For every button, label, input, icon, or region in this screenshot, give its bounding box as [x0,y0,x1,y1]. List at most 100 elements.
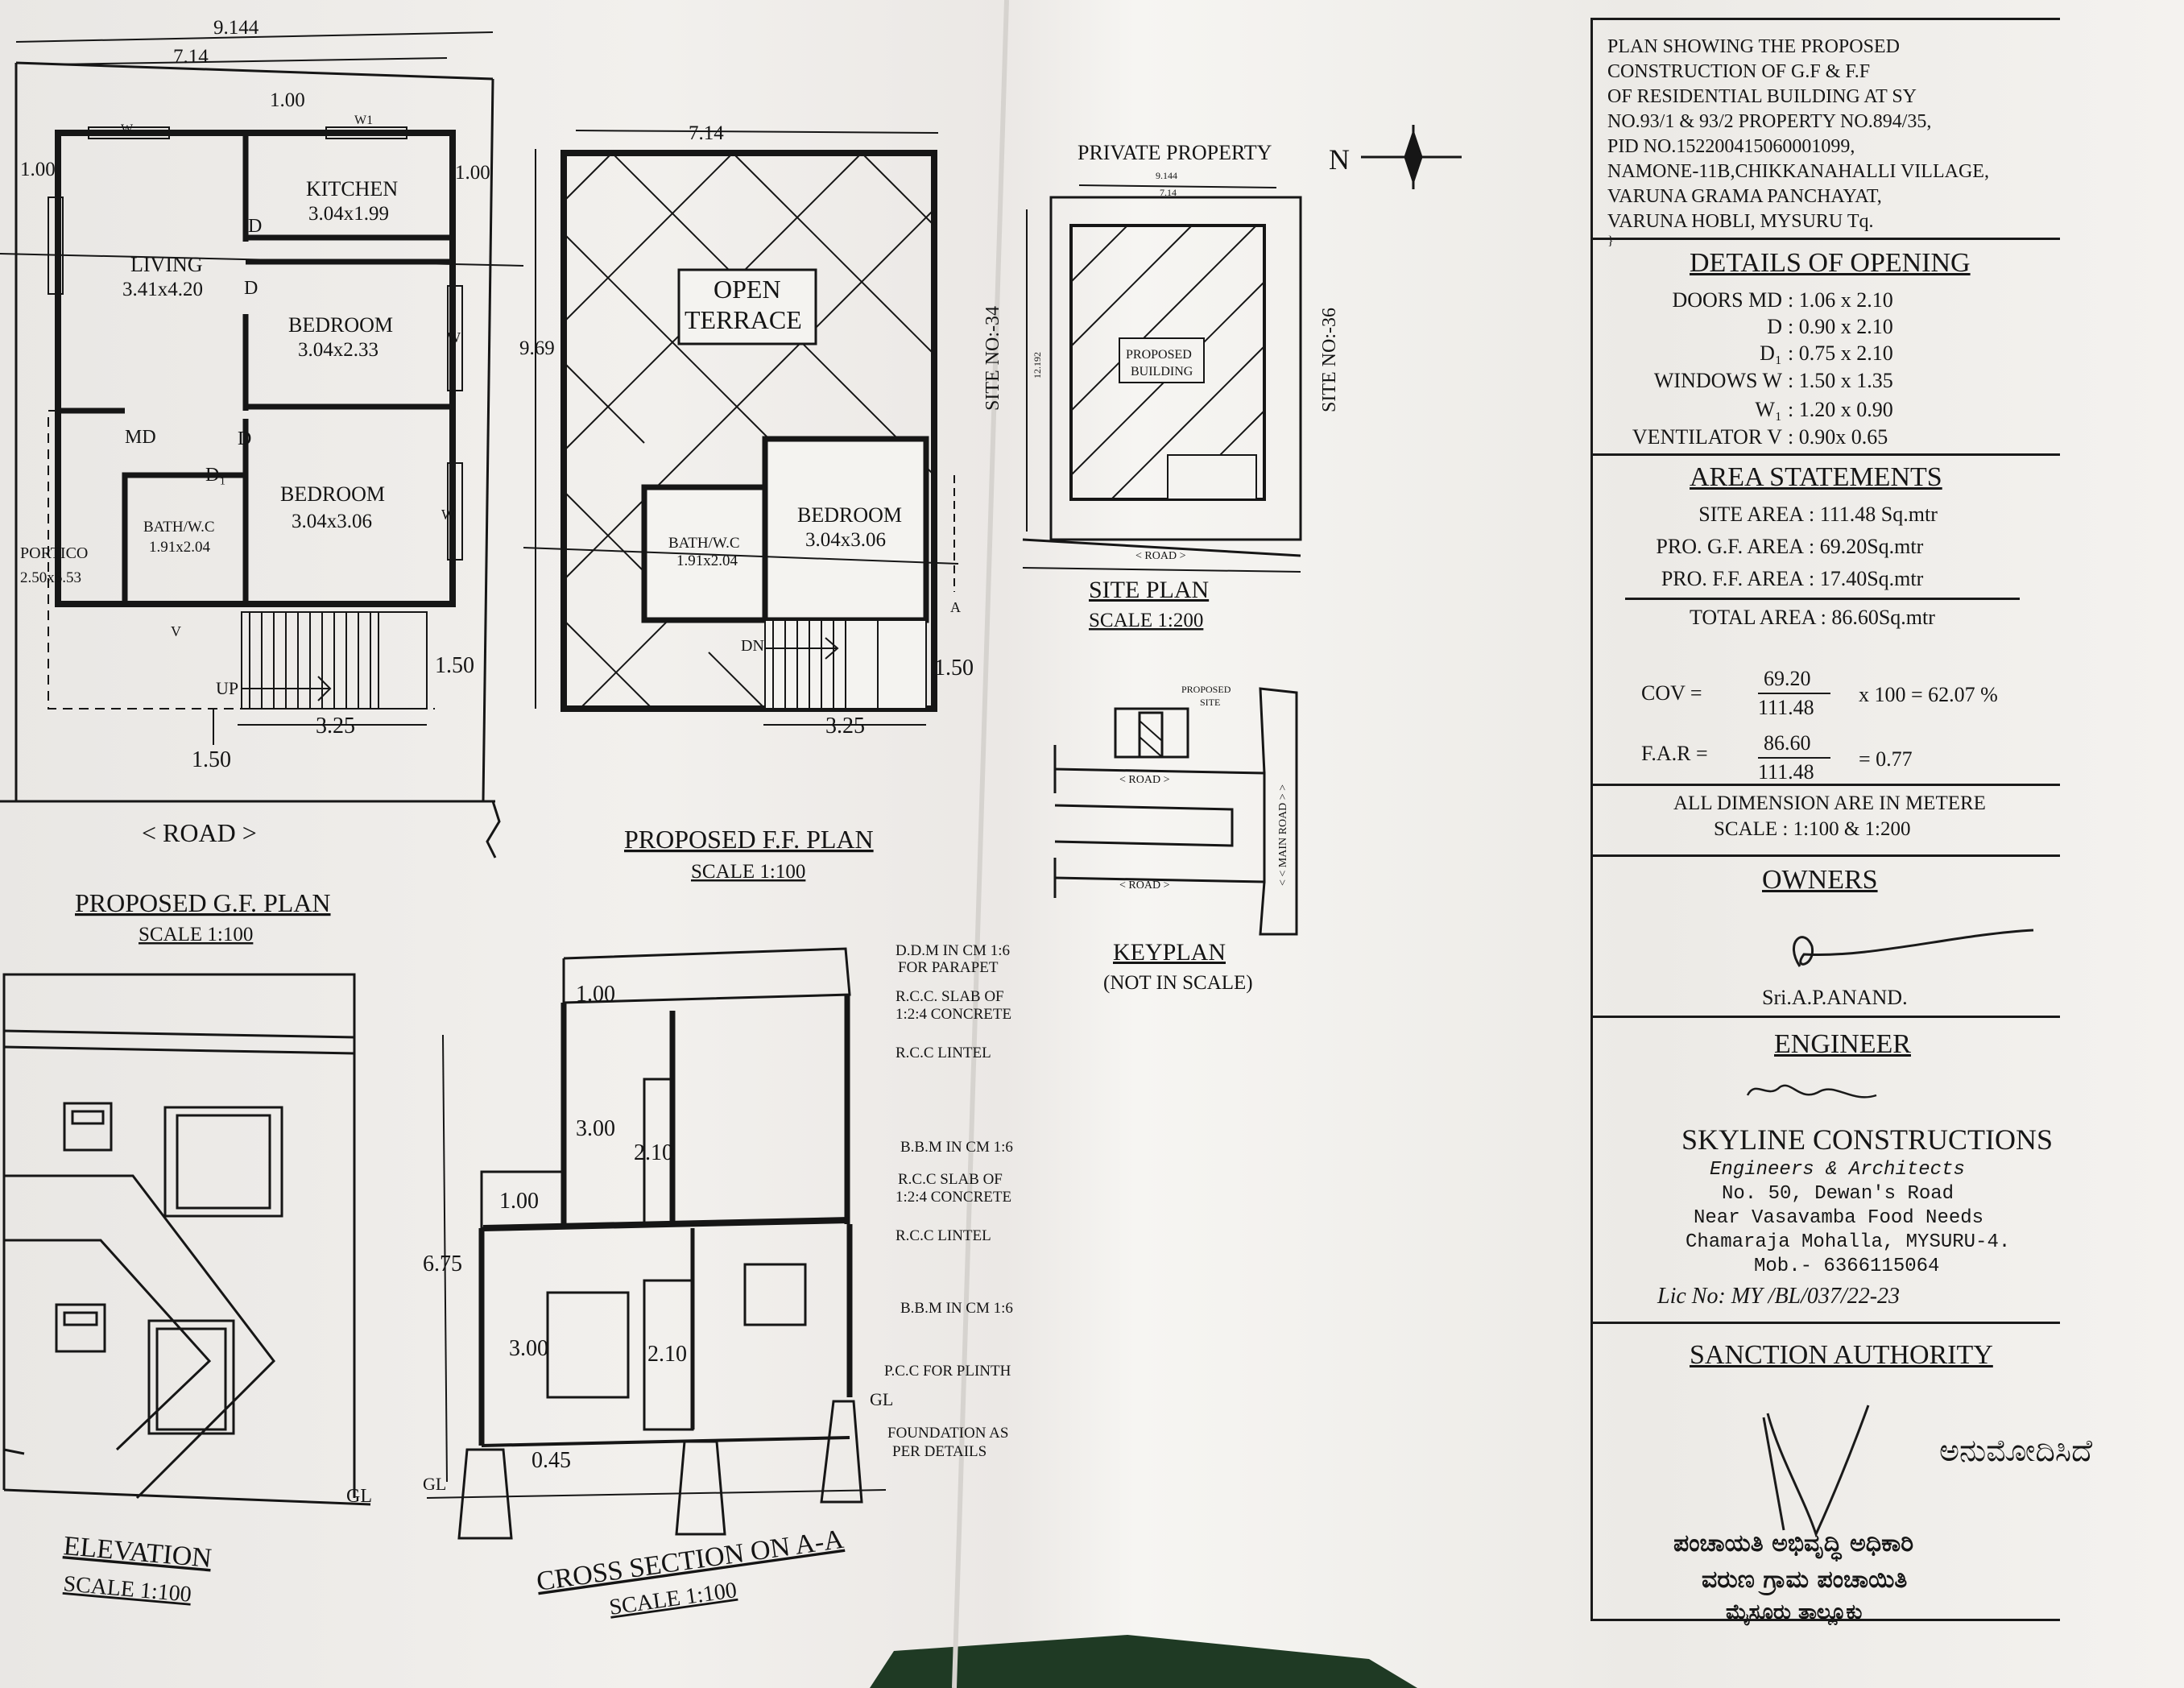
site-34-label: SITE NO:-34 [982,306,1003,411]
section-note: P.C.C FOR PLINTH [884,1363,1011,1380]
opening-value: : 1.20 x 0.90 [1788,398,1893,421]
opening-value: : 0.90x 0.65 [1788,425,1888,449]
gf-dim-front: 1.50 [192,747,231,772]
gf-up-label: UP [216,678,238,698]
far-fraction-bar [1758,757,1830,759]
gf-bedroom1-size: 3.04x2.33 [298,339,378,361]
site-building-label-2: BUILDING [1131,365,1193,379]
gf-bedroom1-label: BEDROOM [288,313,393,337]
owner-name: Sri.A.P.ANAND. [1762,986,1908,1009]
firm-line: Mob.- 6366115064 [1754,1256,1940,1277]
ff-scale: SCALE 1:100 [691,861,805,883]
north-label: N [1329,143,1350,176]
ff-dim-width: 7.14 [689,122,724,144]
ff-dn-label: DN [741,637,764,655]
stamp-line: ಮೈಸೂರು ತಾಲ್ಲೂಕು [1726,1600,1863,1624]
site-plan [1022,125,1462,573]
stamp-line: ಪಂಚಾಯತಿ ಅಭಿವೃದ್ಧಿ ಅಧಿಕಾರಿ [1673,1529,1914,1558]
section-labels: 6.75 1.00 3.00 2.10 1.00 3.00 2.10 0.45 … [423,942,1013,1620]
description-line: CONSTRUCTION OF G.F & F.F [1607,61,1871,82]
site-dim-w: 9.144 [1156,170,1177,181]
section-dim-total: 6.75 [423,1252,462,1276]
cross-section [426,947,887,1540]
far-label: F.A.R = [1641,742,1708,765]
opening-label: D₁ [1760,341,1782,365]
site-road-label: < ROAD > [1135,550,1186,562]
section-dim-gf: 3.00 [509,1336,548,1361]
openings-title: DETAILS OF OPENING [1690,248,1971,278]
paper-fold [952,0,1009,1688]
sanction-signature [1762,1405,1870,1538]
gf-living-label: LIVING [130,253,203,276]
title-block: PLAN SHOWING THE PROPOSED CONSTRUCTION O… [1590,18,2092,1624]
ff-plan [523,130,959,726]
area-section: AREA STATEMENTS SITE AREA : 111.48 Sq.mt… [1593,453,2060,786]
firm-name: SKYLINE CONSTRUCTIONS [1681,1123,2054,1156]
keyplan-main-road: < < MAIN ROAD > > [1277,784,1289,886]
keyplan-proposed: PROPOSED [1181,684,1231,695]
description-line: PLAN SHOWING THE PROPOSED [1607,36,1900,57]
sanction-section: SANCTION AUTHORITY ಅನುಮೋದಿಸಿದೆ ಪಂಚಾಯತಿ ಅ… [1593,1322,2092,1624]
section-dim-parapet: 1.00 [576,982,615,1007]
gf-scale: SCALE 1:100 [139,924,253,945]
gf-dim-inner: 7.14 [173,46,209,68]
openings-section: DETAILS OF OPENING DOORS MD : 1.06 x 2.1… [1593,238,2060,449]
total-area: TOTAL AREA : 86.60Sq.mtr [1690,606,1935,629]
gf-bedroom2-size: 3.04x3.06 [292,511,372,532]
area-label: PRO. F.F. AREA [1661,567,1804,590]
cov-result: x 100 = 62.07 % [1859,683,1998,706]
section-note: PER DETAILS [892,1443,987,1460]
firm-line: No. 50, Dewan's Road [1722,1183,1954,1205]
owner-signature [1793,929,2034,967]
elevation-labels: GL ELEVATION SCALE 1:100 [62,1486,372,1607]
firm-line: Chamaraja Mohalla, MYSURU-4. [1686,1231,2011,1253]
dims-note: ALL DIMENSION ARE IN METERE [1673,792,1986,814]
area-rule [1625,598,2020,600]
section-note: R.C.C LINTEL [896,1227,991,1244]
engineer-title: ENGINEER [1774,1029,1911,1059]
keyplan-road-2: < ROAD > [1119,879,1170,892]
opening-value: : 1.50 x 1.35 [1788,369,1893,392]
site-dim-i: 7.14 [1160,187,1177,198]
section-note: D.D.M IN CM 1:6 [896,942,1010,959]
description-line: NO.93/1 & 93/2 PROPERTY NO.894/35, [1607,111,1932,132]
area-value: : 17.40Sq.mtr [1809,567,1924,590]
gf-title: PROPOSED G.F. PLAN [75,888,331,917]
section-dim-plinth: 0.45 [532,1448,571,1473]
section-note: B.B.M IN CM 1:6 [900,1300,1013,1317]
ff-labels: 7.14 9.69 OPEN TERRACE BEDROOM 3.04x3.06… [519,122,974,883]
description-line: VARUNA GRAMA PANCHAYAT, [1607,186,1882,207]
gf-w-label-3: W [441,507,455,523]
gf-dim-top: 1.00 [270,89,305,111]
gf-road-label: < ROAD > [142,818,257,847]
far-result: = 0.77 [1859,747,1913,771]
gf-dim-stair: 3.25 [316,714,355,738]
sanction-title: SANCTION AUTHORITY [1690,1340,1993,1370]
ff-dim-depth: 9.69 [519,337,555,359]
section-note: FOUNDATION AS [887,1425,1008,1442]
gf-portico-label: PORTICO [20,544,88,562]
site-labels: PRIVATE PROPERTY N 9.144 7.14 PROPOSED B… [982,141,1350,631]
ff-bath-label: BATH/W.C [668,535,740,552]
area-value: : 111.48 Sq.mtr [1809,503,1938,526]
section-dim-door-ff: 2.10 [634,1140,673,1165]
description-line: PID NO.152200415060001099, [1607,136,1855,157]
ff-bedroom-label: BEDROOM [797,503,902,527]
gf-dim-left: 1.00 [20,159,56,180]
gf-d1-label: D₁ [205,465,226,486]
section-note: 1:2:4 CONCRETE [896,1189,1011,1206]
ff-dim-stair: 3.25 [825,714,865,738]
description-line: OF RESIDENTIAL BUILDING AT SY [1607,86,1917,107]
site-scale: SCALE 1:200 [1089,610,1203,631]
gf-w-label: W [121,122,134,136]
area-label: SITE AREA [1698,503,1804,526]
keyplan-road-1: < ROAD > [1119,774,1170,786]
table-shadow [870,1635,1417,1688]
opening-label: DOORS MD [1672,288,1782,312]
section-note: B.B.M IN CM 1:6 [900,1139,1013,1156]
keyplan-title: KEYPLAN [1113,939,1226,966]
firm-line: Near Vasavamba Food Needs [1694,1207,1984,1229]
site-building-label: PROPOSED [1126,348,1192,362]
